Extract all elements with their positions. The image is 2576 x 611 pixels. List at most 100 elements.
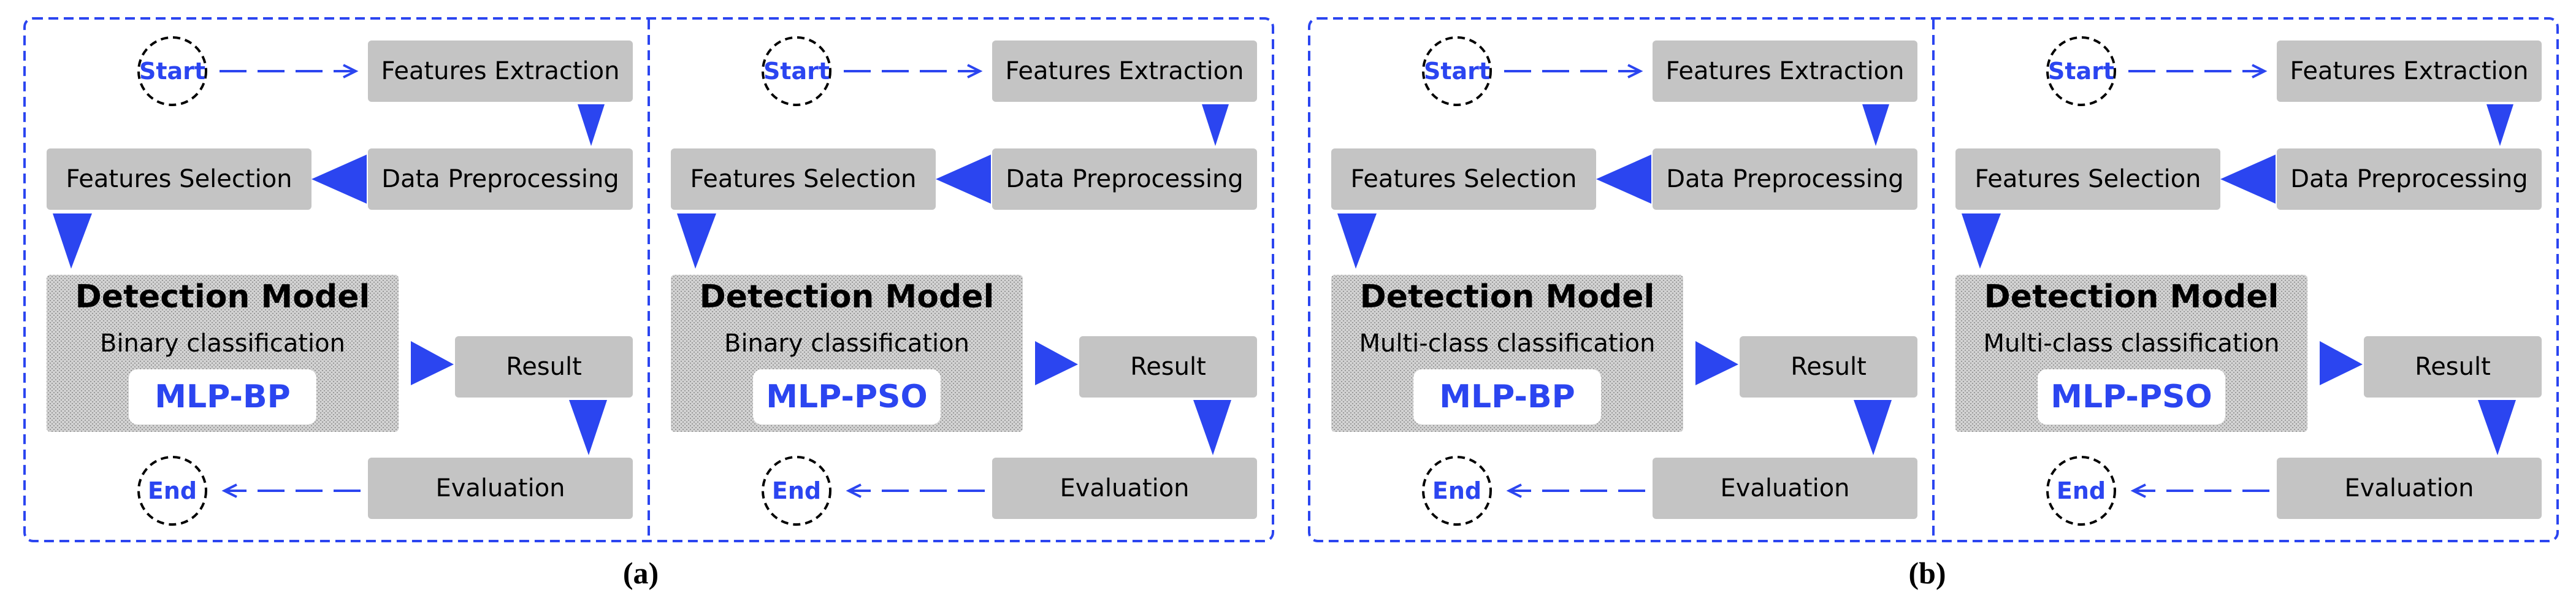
features-selection-label: Features Selection bbox=[1350, 165, 1577, 193]
end-node bbox=[1422, 456, 1492, 526]
classification-label: Multi-class classification bbox=[1984, 329, 2280, 358]
arrow-right-1 bbox=[1695, 341, 1738, 385]
features-extraction-label: Features Extraction bbox=[381, 57, 620, 85]
features-extraction-box bbox=[992, 40, 1257, 102]
start-node bbox=[137, 36, 207, 106]
arrow-right-1 bbox=[2320, 341, 2363, 385]
arrow-down-1 bbox=[1862, 104, 1889, 146]
end-arrow-head bbox=[1506, 483, 1522, 498]
end-arrow bbox=[2130, 483, 2269, 498]
features-extraction-box bbox=[2277, 40, 2542, 102]
arrow-down-3 bbox=[569, 400, 607, 455]
start-node bbox=[1422, 36, 1492, 106]
arrow-down-2 bbox=[1962, 213, 2001, 269]
end-arrow-head bbox=[2130, 483, 2146, 498]
arrow-right-1 bbox=[411, 341, 454, 385]
arrow-left-1 bbox=[311, 155, 367, 204]
end-arrow bbox=[1506, 483, 1645, 498]
end-arrow-head bbox=[221, 483, 237, 498]
evaluation-label: Evaluation bbox=[1720, 474, 1849, 502]
arrow-down-1 bbox=[1202, 104, 1229, 146]
evaluation-box bbox=[368, 458, 633, 519]
panel-border bbox=[1308, 17, 2559, 542]
algorithm-label: MLP-BP bbox=[1439, 379, 1575, 415]
end-label: End bbox=[148, 477, 197, 504]
result-box bbox=[455, 336, 633, 398]
start-arrow-head bbox=[967, 64, 983, 79]
result-label: Result bbox=[1130, 353, 1206, 381]
start-node bbox=[2046, 36, 2116, 106]
features-extraction-box bbox=[368, 40, 633, 102]
classification-label: Multi-class classification bbox=[1359, 329, 1656, 358]
start-arrow-head bbox=[2252, 64, 2268, 79]
arrow-left-1 bbox=[936, 155, 991, 204]
features-selection-box bbox=[47, 148, 311, 210]
algorithm-badge bbox=[129, 369, 316, 425]
data-preprocessing-box bbox=[2277, 148, 2542, 210]
detection-model-title: Detection Model bbox=[1360, 279, 1655, 315]
start-node bbox=[762, 36, 831, 106]
start-label: Start bbox=[139, 58, 205, 85]
start-label: Start bbox=[2048, 58, 2114, 85]
end-node bbox=[762, 456, 831, 526]
algorithm-badge bbox=[753, 369, 941, 425]
features-selection-label: Features Selection bbox=[1974, 165, 2201, 193]
arrow-down-2 bbox=[677, 213, 716, 269]
data-preprocessing-label: Data Preprocessing bbox=[1666, 165, 1903, 193]
data-preprocessing-label: Data Preprocessing bbox=[2290, 165, 2528, 193]
start-arrow-head bbox=[343, 64, 359, 79]
features-extraction-label: Features Extraction bbox=[1006, 57, 1244, 85]
arrow-down-3 bbox=[1854, 400, 1892, 455]
data-preprocessing-box bbox=[992, 148, 1257, 210]
algorithm-label: MLP-BP bbox=[155, 379, 290, 415]
evaluation-label: Evaluation bbox=[435, 474, 565, 502]
end-arrow-head bbox=[846, 483, 862, 498]
start-label: Start bbox=[763, 58, 830, 85]
panel-a-caption: (a) bbox=[622, 556, 659, 590]
features-extraction-box bbox=[1653, 40, 1917, 102]
result-label: Result bbox=[2415, 353, 2491, 381]
evaluation-box bbox=[992, 458, 1257, 519]
detection-model-title: Detection Model bbox=[700, 279, 995, 315]
features-selection-label: Features Selection bbox=[690, 165, 916, 193]
arrow-down-2 bbox=[1337, 213, 1377, 269]
end-label: End bbox=[2057, 477, 2106, 504]
features-selection-box bbox=[1955, 148, 2220, 210]
features-selection-box bbox=[671, 148, 936, 210]
end-label: End bbox=[772, 477, 821, 504]
data-preprocessing-box bbox=[1653, 148, 1917, 210]
evaluation-box bbox=[1653, 458, 1917, 519]
data-preprocessing-box bbox=[368, 148, 633, 210]
features-selection-box bbox=[1331, 148, 1596, 210]
result-box bbox=[1740, 336, 1917, 398]
start-arrow bbox=[2128, 64, 2268, 79]
arrow-left-1 bbox=[2220, 155, 2276, 204]
end-node bbox=[137, 456, 207, 526]
result-label: Result bbox=[1791, 353, 1867, 381]
result-box bbox=[2364, 336, 2542, 398]
features-extraction-label: Features Extraction bbox=[1666, 57, 1905, 85]
end-arrow bbox=[221, 483, 361, 498]
classification-label: Binary classification bbox=[724, 329, 969, 358]
data-preprocessing-label: Data Preprocessing bbox=[1006, 165, 1243, 193]
algorithm-badge bbox=[2038, 369, 2225, 425]
evaluation-label: Evaluation bbox=[2344, 474, 2474, 502]
end-arrow bbox=[846, 483, 985, 498]
arrow-right-1 bbox=[1035, 341, 1078, 385]
start-arrow-head bbox=[1627, 64, 1643, 79]
panel-border bbox=[23, 17, 1274, 542]
arrow-down-1 bbox=[2486, 104, 2513, 146]
evaluation-label: Evaluation bbox=[1060, 474, 1189, 502]
algorithm-badge bbox=[1413, 369, 1601, 425]
detection-model-title: Detection Model bbox=[75, 279, 370, 315]
end-label: End bbox=[1432, 477, 1481, 504]
algorithm-label: MLP-PSO bbox=[2050, 379, 2212, 415]
features-extraction-label: Features Extraction bbox=[2290, 57, 2529, 85]
result-box bbox=[1079, 336, 1257, 398]
